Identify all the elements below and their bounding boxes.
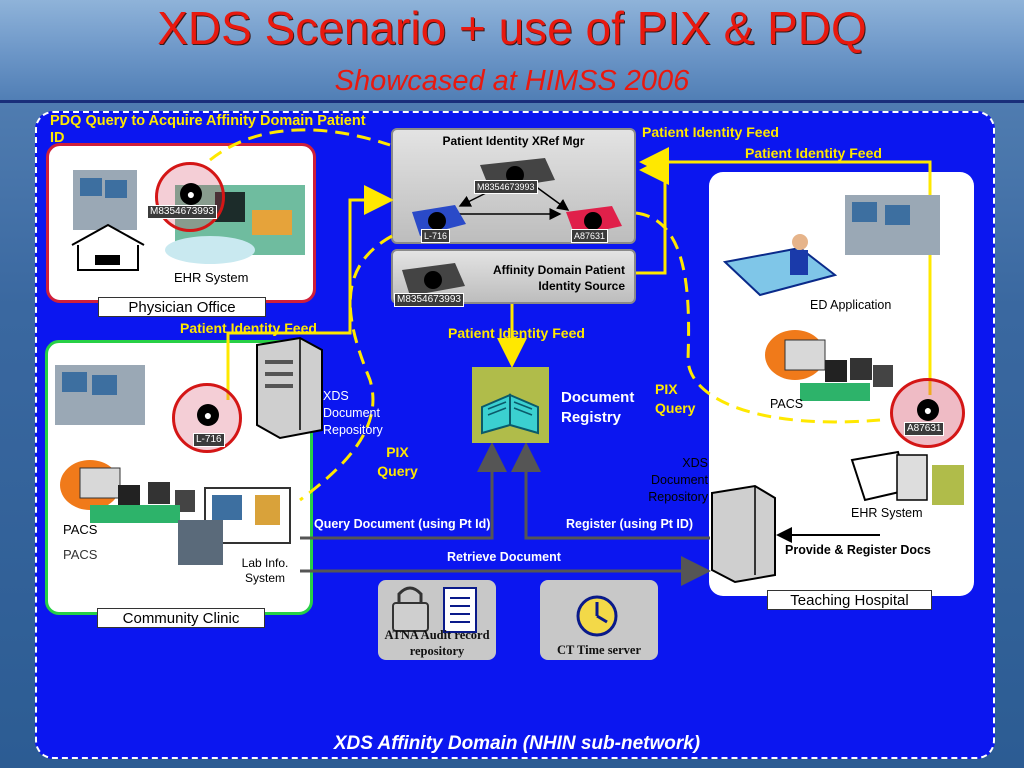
hospital-ehr-label: EHR System: [851, 506, 923, 520]
feed-center-label: Patient Identity Feed: [448, 325, 585, 341]
physician-pid-badge: ●: [155, 162, 225, 232]
community-clinic-label: Community Clinic: [97, 608, 265, 628]
pix-query-right-label: PIX Query: [655, 381, 696, 416]
teaching-hospital-label: Teaching Hospital: [767, 590, 932, 610]
document-registry-icon: [472, 367, 549, 443]
slide-subtitle: Showcased at HIMSS 2006: [334, 65, 690, 97]
xref-id-top: M8354673993: [474, 180, 538, 194]
hospital-xds-repo-label: XDS Document Repository: [648, 456, 708, 504]
hospital-patient-id: A87631: [904, 422, 945, 436]
slide-title: XDS Scenario + use of PIX & PDQ: [157, 2, 867, 54]
affinity-source-id: M8354673993: [394, 293, 464, 307]
register-label: Register (using Pt ID): [566, 517, 694, 531]
pdq-query-note: PDQ Query to Acquire Affinity Domain Pat…: [50, 113, 366, 146]
pix-left-dashed: [299, 234, 393, 502]
pix-right-dashed: [635, 211, 881, 424]
provide-register-label: Provide & Register Docs: [785, 543, 931, 557]
clinic-pacs-label-a: PACS: [63, 522, 98, 537]
physician-ehr-label: EHR System: [174, 270, 249, 285]
physician-patient-id: M8354673993: [147, 205, 217, 219]
clinic-lab-label: Lab Info. System: [241, 556, 289, 585]
clinic-patient-id: L-716: [193, 433, 225, 447]
title-divider: [0, 100, 1024, 103]
title-band: [0, 0, 1024, 103]
person-icon: ●: [917, 399, 939, 421]
hospital-pid-badge: ●: [890, 378, 965, 448]
xds-repository-label: XDS Document Repository: [323, 389, 383, 437]
ed-application-label: ED Application: [810, 298, 892, 312]
register-line: [511, 442, 710, 540]
physician-office-label: Physician Office: [98, 297, 266, 317]
query-doc-line: [300, 442, 507, 540]
affinity-source-label: Affinity Domain Patient Identity Source: [492, 263, 625, 293]
xref-manager-title: Patient Identity XRef Mgr: [442, 134, 585, 148]
feed-left-line: [226, 185, 394, 400]
hospital-pacs-label: PACS: [770, 397, 804, 411]
query-document-label: Query Document (using Pt Id): [314, 517, 491, 531]
feed-right-line: [639, 147, 932, 395]
feed-top-label: Patient Identity Feed: [642, 124, 779, 140]
feed-right-label: Patient Identity Feed: [745, 145, 882, 161]
pdq-query-dashed: [209, 128, 391, 162]
ct-time-label: CT Time server: [556, 643, 641, 657]
retrieve-document-label: Retrieve Document: [447, 550, 561, 564]
clinic-pid-badge: ●: [172, 383, 242, 453]
feed-left-label: Patient Identity Feed: [180, 320, 317, 336]
xref-id-right: A87631: [571, 229, 609, 243]
document-registry-label: Document Registry: [561, 389, 635, 426]
person-icon: ●: [180, 183, 202, 205]
clinic-pacs-label-b: PACS: [63, 547, 98, 562]
xref-id-left: L-716: [421, 229, 451, 243]
affinity-domain-footer: XDS Affinity Domain (NHIN sub-network): [333, 733, 701, 754]
person-icon: ●: [197, 404, 219, 426]
pix-query-left-label: PIX Query: [377, 444, 418, 479]
atna-label: ATNA Audit record repository: [384, 628, 490, 658]
